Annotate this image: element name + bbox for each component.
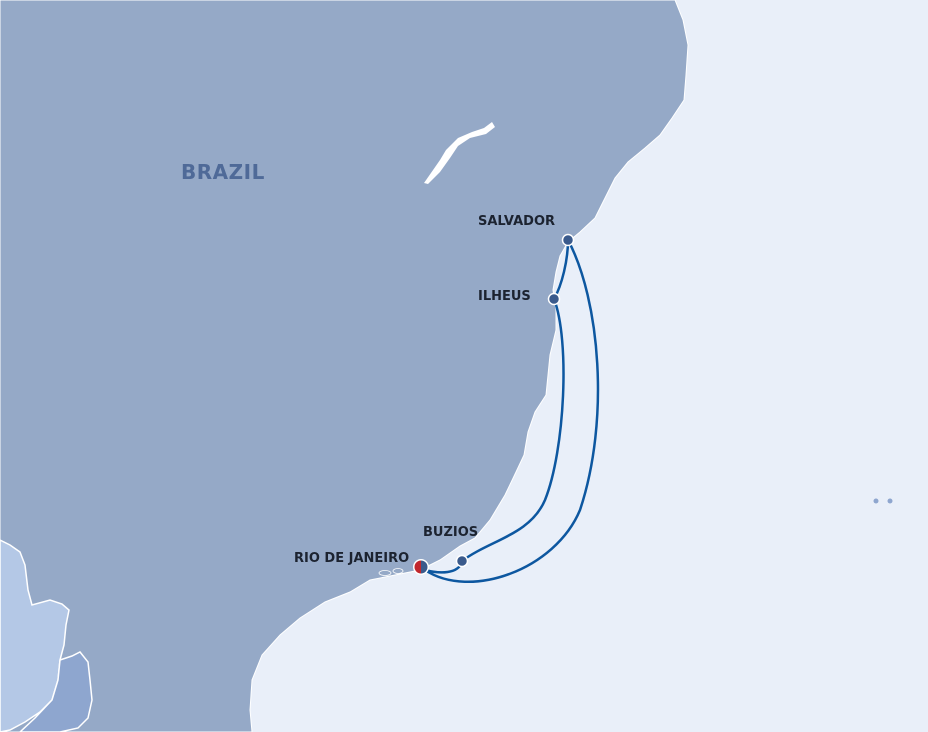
- region-uruguay: [18, 651, 93, 732]
- port-label-buzios[interactable]: BUZIOS: [423, 525, 479, 540]
- island: [378, 570, 392, 576]
- port-label-salvador[interactable]: SALVADOR: [478, 214, 556, 229]
- island: [887, 498, 893, 504]
- port-marker-rio-de-janeiro[interactable]: [413, 559, 429, 575]
- route-salvador-rio: [424, 239, 600, 584]
- island: [873, 498, 879, 504]
- region-paraguay: [0, 539, 70, 732]
- route-buzios-ilheus: [461, 298, 565, 563]
- port-marker-salvador[interactable]: [561, 233, 575, 247]
- port-label-rio-de-janeiro[interactable]: RIO DE JANEIRO: [294, 551, 410, 566]
- land-brazil: [0, 0, 689, 732]
- island: [392, 568, 404, 574]
- port-marker-buzios[interactable]: [455, 554, 469, 568]
- country-label: BRAZIL: [181, 160, 265, 184]
- lake: [424, 122, 495, 184]
- port-marker-ilheus[interactable]: [547, 292, 561, 306]
- port-label-ilheus[interactable]: ILHEUS: [478, 289, 531, 304]
